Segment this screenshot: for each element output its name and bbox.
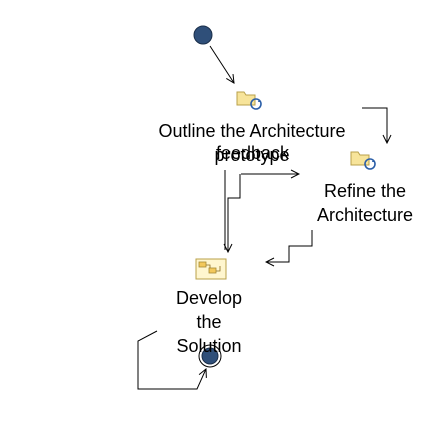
activity-label-refine-line-1: Refine the: [323, 181, 407, 201]
activity-label-refine-line-2: Architecture: [316, 205, 414, 225]
activity-label-refine: Refine the Architecture: [305, 179, 425, 227]
connector-label-feedback: feedback: [216, 143, 290, 163]
edge-refine-to-develop[interactable]: [266, 230, 313, 262]
final-node-outer[interactable]: [198, 344, 222, 368]
final-node-inner: [201, 347, 219, 365]
activity-label-outline: Outline the Architecture prototype: [145, 119, 359, 167]
activity-label-develop-line-2: the: [196, 312, 222, 332]
edge-outline-to-refine[interactable]: [362, 107, 387, 143]
work-product-icon[interactable]: [195, 258, 227, 280]
process-activity-icon[interactable]: [236, 91, 262, 110]
edge-develop-to-final[interactable]: [137, 330, 206, 390]
process-activity-icon[interactable]: [350, 151, 376, 170]
activity-label-develop: Develop the Solution: [161, 286, 257, 358]
activity-label-outline-line-2: prototype: [214, 145, 290, 165]
edge-start-to-outline[interactable]: [209, 45, 234, 83]
edge-feedback-bracket[interactable]: [228, 174, 241, 252]
initial-node[interactable]: [193, 25, 213, 45]
activity-label-develop-line-1: Develop: [175, 288, 243, 308]
activity-label-develop-line-3: Solution: [176, 336, 242, 356]
activity-label-outline-line-1: Outline the Architecture: [158, 121, 346, 141]
